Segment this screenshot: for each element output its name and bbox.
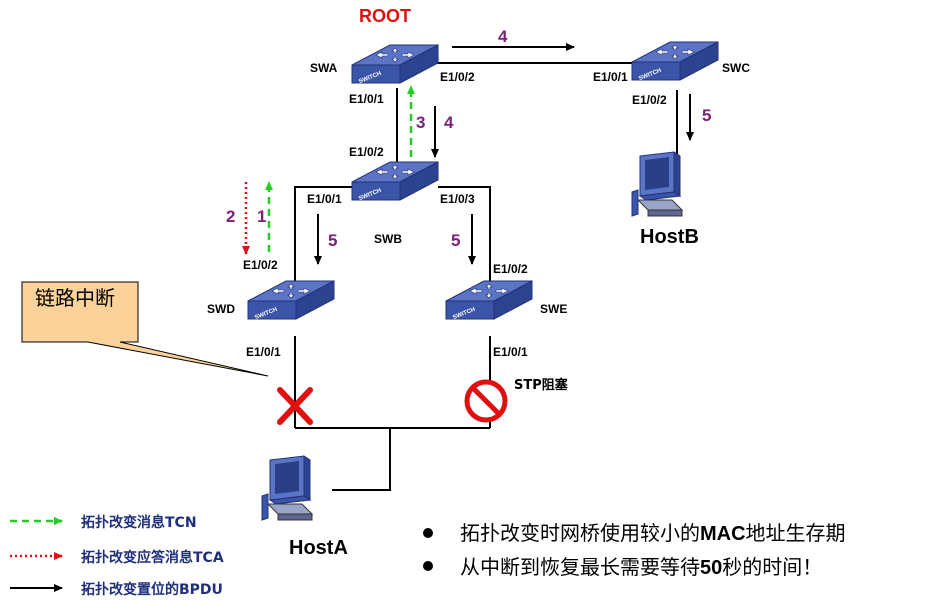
host-a-icon <box>261 455 313 521</box>
swd-name: SWD <box>207 302 235 316</box>
legend: 拓扑改变消息TCN 拓扑改变应答消息TCA 拓扑改变置位的BPDU <box>10 514 224 598</box>
swe-port-up: E1/0/2 <box>493 262 528 276</box>
step-3: 3 <box>416 113 425 132</box>
bullet-2-bold: 50 <box>700 557 722 579</box>
step-arrows <box>242 43 694 265</box>
host-a-label: HostA <box>289 537 348 559</box>
stp-blocked-label: STP阻塞 <box>514 377 569 393</box>
swc-port-down: E1/0/2 <box>632 93 667 107</box>
root-label: ROOT <box>359 6 411 26</box>
legend-tcn-label: 拓扑改变消息TCN <box>81 514 197 531</box>
step-5-swb-right: 5 <box>451 231 460 250</box>
bullet-2-rest: 秒的时间！ <box>722 555 822 579</box>
bullet-2: 从中断到恢复最长需要等待50秒的时间！ <box>460 555 822 579</box>
legend-tca-label: 拓扑改变应答消息TCA <box>81 549 224 566</box>
swa-port-right: E1/0/2 <box>440 70 475 84</box>
swb-port-up: E1/0/2 <box>349 145 384 159</box>
link-break-callout: 链路中断 <box>21 281 269 377</box>
step-4-right: 4 <box>498 27 508 46</box>
bullet-1: 拓扑改变时网桥使用较小的MAC地址生存期 <box>460 521 846 545</box>
link-swb-swe <box>438 186 491 290</box>
stp-blocked-icon <box>464 379 508 423</box>
bullet-1-text: 拓扑改变时网桥使用较小的 <box>460 521 700 545</box>
step-1: 1 <box>257 207 266 226</box>
swc-port-left: E1/0/1 <box>593 70 628 84</box>
bullet-dot-1 <box>423 528 433 538</box>
swe-port-down: E1/0/1 <box>493 345 528 359</box>
swd-port-up: E1/0/2 <box>243 258 278 272</box>
callout-text: 链路中断 <box>35 286 115 310</box>
swa-port-down: E1/0/1 <box>349 92 384 106</box>
step-5-swc: 5 <box>702 106 711 125</box>
link-hosta <box>332 428 391 491</box>
bullet-dot-2 <box>423 561 433 571</box>
link-failure-x-icon <box>277 387 313 425</box>
step-numbers: 4 3 4 2 1 5 5 5 <box>226 27 711 250</box>
step-2: 2 <box>226 207 235 226</box>
step-5-swb-left: 5 <box>328 231 337 250</box>
bullet-1-rest: 地址生存期 <box>746 521 846 545</box>
links <box>294 62 678 491</box>
swb-name: SWB <box>374 232 402 246</box>
notes: 拓扑改变时网桥使用较小的MAC地址生存期 从中断到恢复最长需要等待50秒的时间！ <box>423 521 846 579</box>
swb-port-left: E1/0/1 <box>307 192 342 206</box>
step-4-down: 4 <box>444 113 454 132</box>
bullet-1-bold: MAC <box>700 523 746 545</box>
host-b-icon <box>631 151 683 217</box>
swc-name: SWC <box>722 61 750 75</box>
legend-bpdu-label: 拓扑改变置位的BPDU <box>81 581 223 598</box>
link-swb-swd <box>294 186 352 290</box>
swa-name: SWA <box>310 61 338 75</box>
swe-name: SWE <box>540 302 567 316</box>
swd-port-down: E1/0/1 <box>246 345 281 359</box>
bullet-2-text: 从中断到恢复最长需要等待 <box>460 555 700 579</box>
swb-port-right: E1/0/3 <box>440 192 475 206</box>
host-b-label: HostB <box>640 226 699 248</box>
